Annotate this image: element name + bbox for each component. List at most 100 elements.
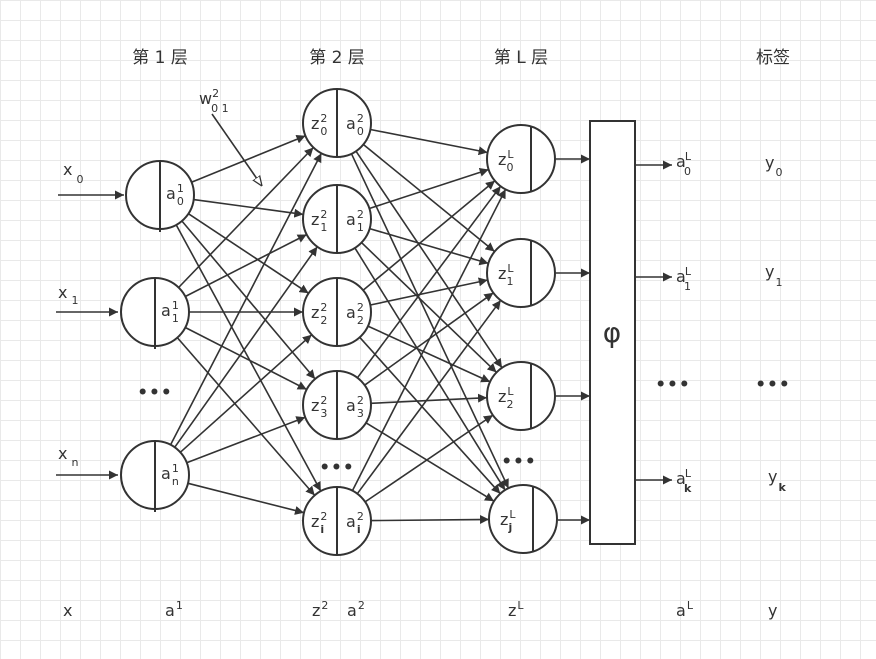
edge-l2-4-to-lL-2 — [364, 414, 494, 503]
edge-l1-1-to-l2-1 — [184, 233, 308, 298]
edge-l2-2-to-lL-0 — [362, 180, 496, 291]
phi-symbol: φ — [603, 316, 621, 349]
edge-l2-4-to-lL-1 — [356, 299, 502, 495]
edge-l2-0-to-lL-2 — [355, 150, 503, 369]
input-label-x0: x0 — [63, 160, 83, 186]
edge-l2-2-to-lL-2 — [367, 325, 491, 383]
edge-l2-3-to-lL-3 — [365, 422, 495, 502]
footer-a1: a1 — [165, 599, 183, 620]
target-label-y0: y0 — [765, 153, 782, 179]
header-layer-1: 第 1 层 — [132, 48, 188, 68]
edge-l1-1-to-l2-0 — [178, 146, 314, 289]
edge-l2-4-to-lL-0 — [351, 188, 507, 492]
edge-l2-0-to-lL-3 — [350, 153, 510, 489]
edge-l2-2-to-lL-1 — [370, 277, 488, 306]
edge-l1-1-to-l2-4 — [176, 337, 316, 496]
edge-l1-2-to-l2-4 — [187, 482, 305, 515]
layerL-node-circle — [486, 238, 556, 308]
edge-l1-0-to-l2-0 — [191, 135, 306, 183]
edge-l2-1-to-lL-3 — [354, 247, 506, 491]
ellipsis-layer-2: ••• — [319, 458, 355, 478]
edge-l1-0-to-l2-3 — [181, 220, 316, 380]
footer-x: x — [63, 601, 72, 620]
edge-l1-2-to-l2-2 — [179, 334, 313, 453]
target-label-y1: y1 — [765, 262, 782, 289]
weight-pointer-arrow — [211, 113, 262, 186]
edge-l2-1-to-lL-0 — [369, 168, 489, 210]
footer-a2: a2 — [347, 599, 365, 620]
layerL-node-circle — [486, 361, 556, 431]
edge-l2-0-to-lL-1 — [362, 143, 496, 253]
ellipsis-targets: ••• — [755, 375, 791, 395]
edge-l2-0-to-lL-0 — [370, 128, 488, 156]
edge-l2-1-to-lL-1 — [369, 227, 489, 266]
edge-l1-2-to-l2-3 — [186, 416, 306, 464]
edge-l2-3-to-lL-2 — [370, 393, 488, 405]
footer-aL: aL — [676, 599, 694, 620]
edge-l2-4-to-lL-3 — [370, 514, 490, 524]
phi-function-box — [589, 120, 636, 545]
footer-y: y — [768, 601, 777, 620]
header-layer-L: 第 L 层 — [494, 48, 548, 68]
ellipsis-layer-L: ••• — [501, 452, 537, 472]
edge-l1-0-to-l2-4 — [175, 224, 322, 492]
edges-layer2-to-layerL — [350, 128, 510, 524]
edge-l2-3-to-lL-0 — [356, 185, 502, 379]
edge-l2-2-to-lL-3 — [359, 336, 501, 495]
edge-l2-1-to-lL-2 — [360, 242, 498, 373]
ellipsis-layer-1: ••• — [137, 383, 173, 403]
layerL-node-circle — [488, 484, 558, 554]
edge-l1-2-to-l2-1 — [174, 246, 318, 448]
edge-l1-0-to-l2-2 — [187, 213, 310, 294]
edge-l1-0-to-l2-1 — [193, 198, 304, 218]
footer-zL: zL — [508, 599, 524, 620]
target-label-yk: yk — [768, 467, 786, 494]
header-layer-2: 第 2 层 — [309, 48, 365, 68]
layerL-node-circle — [486, 124, 556, 194]
footer-z2: z2 — [312, 599, 328, 620]
edge-l1-2-to-l2-0 — [169, 152, 323, 446]
header-labels: 标签 — [756, 48, 790, 68]
edges-inputs-outputs — [56, 154, 672, 525]
edge-l1-1-to-l2-3 — [184, 326, 308, 391]
ellipsis-outputs: ••• — [655, 375, 691, 395]
edges-layer1-to-layer2 — [169, 135, 323, 515]
